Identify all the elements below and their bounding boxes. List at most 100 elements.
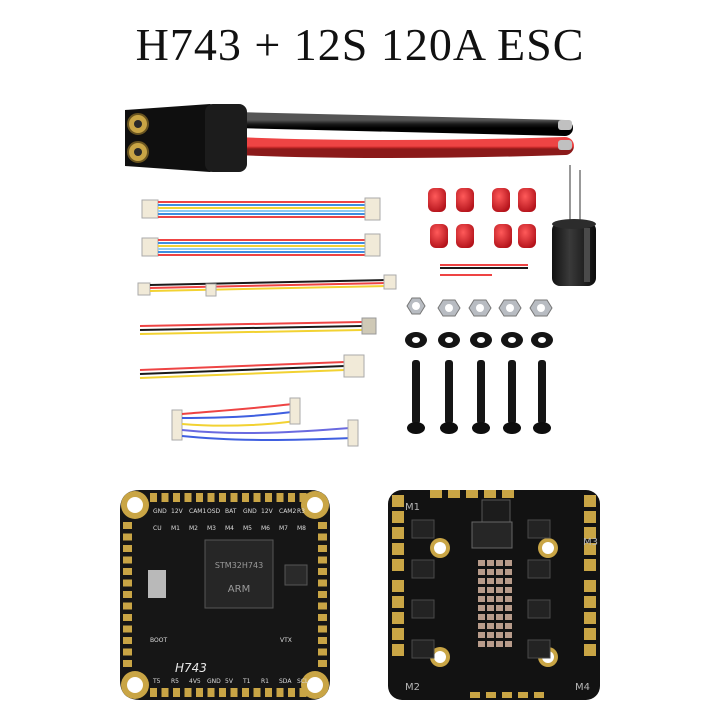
esc-pad bbox=[584, 596, 596, 608]
fc-top-label: OSD bbox=[207, 508, 221, 515]
solder-pad bbox=[196, 688, 203, 697]
board-model-label: H743 bbox=[175, 661, 207, 675]
solder-pad bbox=[253, 688, 261, 697]
smd-capacitor bbox=[487, 605, 494, 611]
fc-bottom-label: SCL bbox=[297, 678, 309, 685]
solder-pad bbox=[123, 579, 132, 587]
fc-top-label: GND bbox=[243, 508, 257, 515]
solder-pad bbox=[123, 614, 132, 621]
solder-pad bbox=[123, 648, 132, 656]
xt-connector bbox=[125, 104, 247, 172]
chip-brand: ARM bbox=[228, 584, 250, 595]
solder-pad bbox=[123, 533, 132, 541]
screw bbox=[533, 360, 551, 434]
esc-pad bbox=[584, 559, 596, 571]
cable-harness-6 bbox=[171, 397, 359, 447]
esc-pad bbox=[392, 543, 404, 555]
smd-capacitor bbox=[478, 623, 485, 629]
solder-pad bbox=[173, 688, 180, 697]
smd-capacitor bbox=[505, 596, 512, 602]
esc-pad bbox=[466, 490, 478, 498]
esc-pad bbox=[486, 692, 496, 698]
esc-pad bbox=[448, 490, 460, 498]
esc-pad bbox=[392, 628, 404, 640]
cable-harness-2 bbox=[141, 233, 381, 257]
solder-pad bbox=[123, 602, 132, 610]
screw bbox=[407, 360, 425, 434]
fc-top-label: 12V bbox=[171, 508, 184, 515]
solder-pad bbox=[230, 688, 238, 697]
fc-bottom-label: R5 bbox=[171, 678, 179, 685]
solder-pad bbox=[173, 493, 180, 502]
solder-pad bbox=[276, 493, 284, 502]
smd-capacitor bbox=[505, 587, 512, 593]
smd-capacitor bbox=[478, 596, 485, 602]
smd-capacitor bbox=[496, 632, 503, 638]
short-lead bbox=[440, 264, 528, 276]
smd-capacitor bbox=[496, 641, 503, 647]
fc-motor-label: M4 bbox=[225, 525, 234, 532]
smd-capacitor bbox=[487, 560, 494, 566]
mosfet bbox=[411, 639, 435, 659]
esc-pad bbox=[470, 692, 480, 698]
smd-capacitor bbox=[487, 614, 494, 620]
esc-pad bbox=[502, 692, 512, 698]
fc-motor-label: M3 bbox=[207, 525, 216, 532]
mcu-chip bbox=[204, 539, 274, 609]
cable-harness-1 bbox=[141, 197, 381, 221]
solder-pad bbox=[123, 625, 132, 633]
chip-text: STM32H743 bbox=[215, 561, 263, 570]
smd-capacitor bbox=[505, 578, 512, 584]
cable-harness-4 bbox=[139, 317, 377, 335]
red-power-wire bbox=[226, 137, 574, 158]
smd-capacitor bbox=[505, 614, 512, 620]
mosfet bbox=[527, 519, 551, 539]
solder-pad bbox=[318, 533, 327, 541]
solder-pad bbox=[123, 660, 132, 667]
smd-capacitor bbox=[478, 569, 485, 575]
esc-pad bbox=[392, 596, 404, 608]
fc-bottom-label: SDA bbox=[279, 678, 292, 685]
screw bbox=[503, 360, 521, 434]
smd-capacitor bbox=[478, 560, 485, 566]
smd-capacitor bbox=[496, 605, 503, 611]
esc-pad bbox=[584, 612, 596, 624]
fc-top-label: GND bbox=[153, 508, 167, 515]
solder-pad bbox=[242, 688, 249, 697]
solder-pad bbox=[276, 688, 284, 697]
smd-capacitor bbox=[505, 623, 512, 629]
smd-capacitor bbox=[478, 632, 485, 638]
solder-pad bbox=[318, 522, 327, 529]
esc-pad bbox=[392, 527, 404, 539]
smd-capacitor bbox=[505, 560, 512, 566]
solder-pad bbox=[265, 493, 272, 502]
mosfet bbox=[527, 639, 551, 659]
mosfet bbox=[411, 519, 435, 539]
smd-capacitor bbox=[505, 641, 512, 647]
solder-pad bbox=[219, 688, 226, 697]
solder-pad bbox=[184, 688, 192, 697]
esc-pad bbox=[534, 692, 544, 698]
power-lead bbox=[125, 104, 574, 172]
smd-capacitor bbox=[478, 614, 485, 620]
mosfet bbox=[411, 559, 435, 579]
solder-pad bbox=[150, 688, 157, 697]
solder-pad bbox=[161, 493, 169, 502]
smd-capacitor bbox=[487, 569, 494, 575]
solder-pad bbox=[219, 493, 226, 502]
solder-pad bbox=[123, 591, 132, 598]
solder-pad bbox=[242, 493, 249, 502]
solder-pad bbox=[318, 568, 327, 575]
solder-pad bbox=[318, 637, 327, 644]
fc-motor-label: M2 bbox=[189, 525, 198, 532]
esc-pad bbox=[584, 527, 596, 539]
fc-bottom-label: R1 bbox=[261, 678, 269, 685]
solder-pad bbox=[123, 637, 132, 644]
smd-capacitor bbox=[487, 578, 494, 584]
fc-bottom-label: 5V bbox=[225, 678, 234, 685]
cable-harness-5 bbox=[139, 354, 365, 379]
esc-pad bbox=[518, 692, 528, 698]
solder-pad bbox=[318, 556, 327, 564]
smd-capacitor bbox=[487, 641, 494, 647]
